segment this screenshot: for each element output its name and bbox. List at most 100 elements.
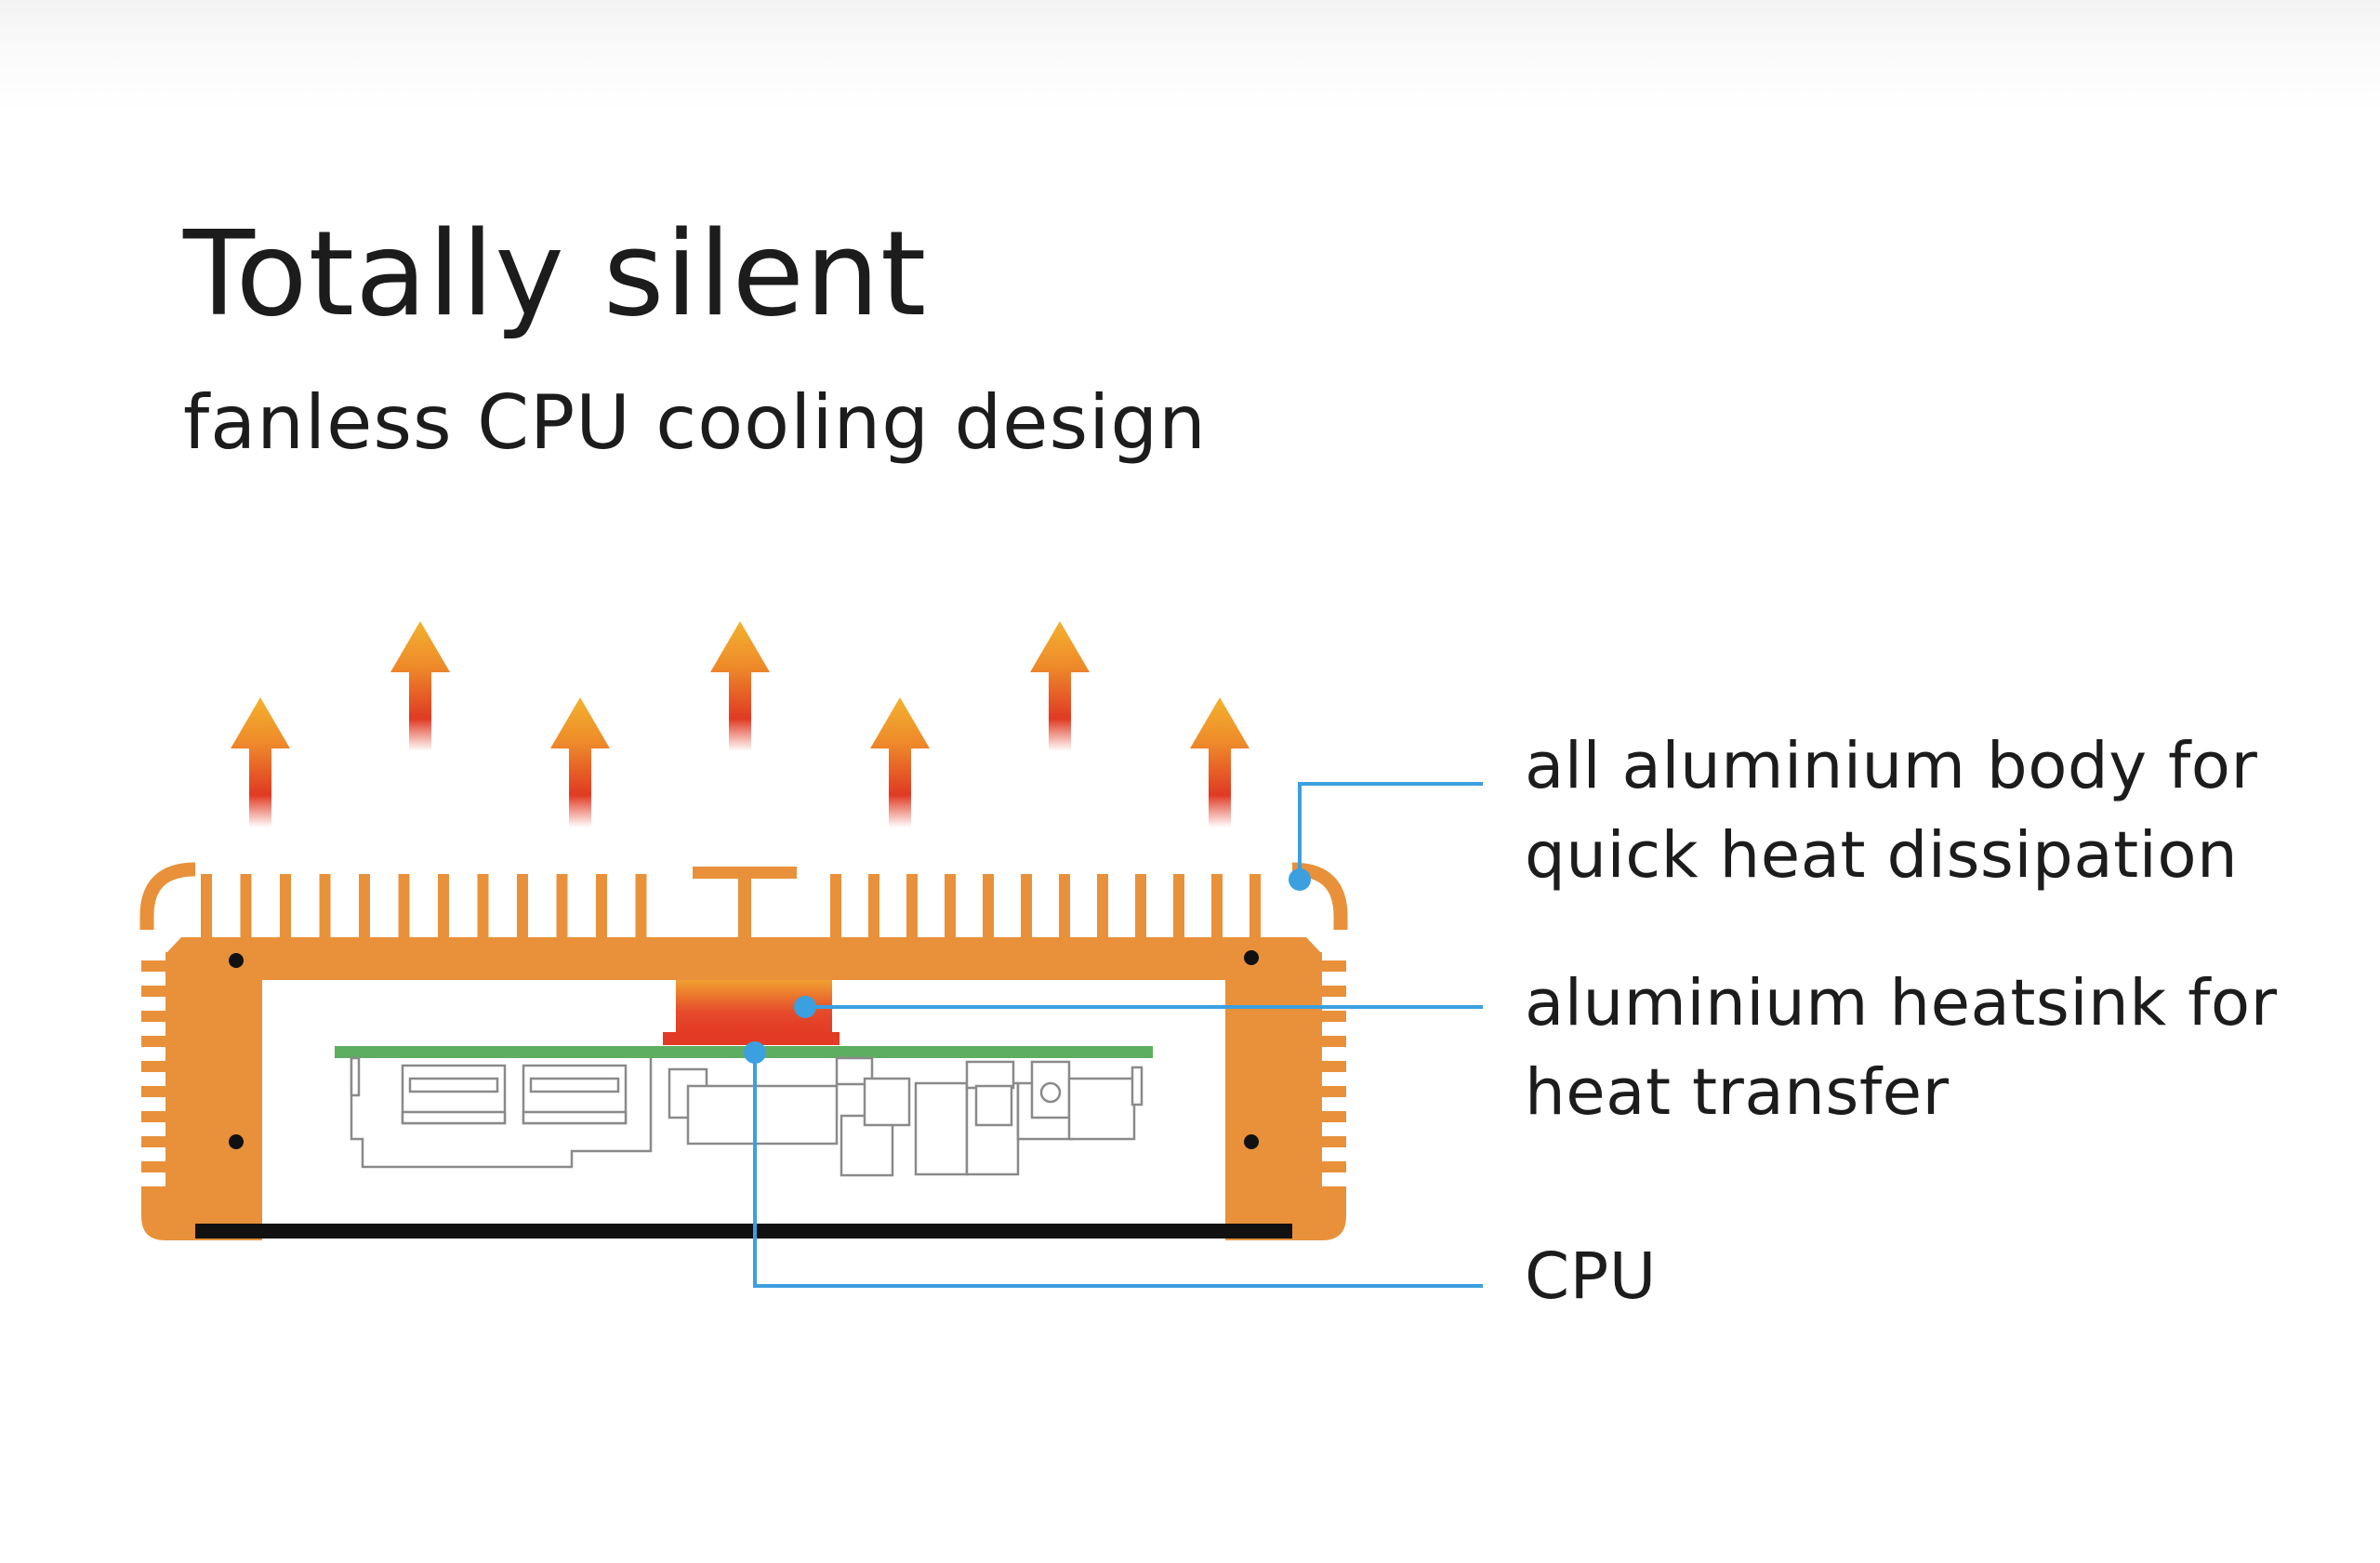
heat-arrow-2	[390, 621, 450, 751]
top-fin-24	[1250, 874, 1261, 941]
motherboard	[335, 1046, 1153, 1177]
heat-arrow-3	[550, 697, 610, 828]
side-fin-right-5	[1318, 1061, 1346, 1072]
side-fins	[141, 960, 1346, 1198]
top-fin-11	[596, 874, 607, 941]
callout-heatsink-line-2: heat transfer	[1525, 1055, 1950, 1130]
side-fin-left-8	[141, 1136, 169, 1147]
heat-arrow-1	[231, 697, 290, 828]
screw-bottom-left	[229, 1134, 244, 1149]
page-subtitle: fanless CPU cooling design	[183, 379, 1207, 466]
top-fin-13	[830, 874, 841, 941]
leader-body	[1298, 782, 1483, 874]
heat-arrow-4	[710, 621, 770, 751]
side-fin-left-2	[141, 986, 169, 997]
side-fin-right-10	[1318, 1186, 1346, 1198]
top-fin-1	[201, 874, 212, 941]
callout-heatsink-line-1: aluminium heatsink for	[1525, 966, 2278, 1040]
top-fin-10	[556, 874, 568, 941]
side-fin-left-5	[141, 1061, 169, 1072]
component-b	[686, 1084, 839, 1146]
side-fin-left-4	[141, 1036, 169, 1047]
side-fin-left-6	[141, 1086, 169, 1097]
center-t-fin-stem	[738, 867, 751, 941]
heat-arrow-7	[1190, 697, 1250, 828]
heat-arrows	[231, 621, 1250, 828]
case-top-plate	[167, 937, 1320, 980]
side-fin-right-8	[1318, 1136, 1346, 1147]
right-edge-tab	[1130, 1066, 1144, 1106]
page-title: Totally silent	[183, 205, 928, 342]
left-edge-tab	[350, 1056, 361, 1097]
top-fin-12	[635, 874, 647, 941]
top-fin-22	[1173, 874, 1184, 941]
case-base-plate	[195, 1224, 1292, 1238]
top-fin-4	[319, 874, 331, 941]
aluminium-case	[139, 862, 1348, 1240]
component-k	[1067, 1077, 1136, 1141]
top-fin-5	[359, 874, 370, 941]
side-fin-left-9	[141, 1161, 169, 1172]
component-e	[863, 1077, 911, 1127]
side-fin-left-7	[141, 1111, 169, 1122]
component-i	[974, 1084, 1013, 1127]
callout-cpu-label: CPU	[1525, 1232, 1657, 1321]
callout-body-line-1: all aluminium body for	[1525, 729, 2258, 803]
top-fin-16	[945, 874, 956, 941]
top-fin-3	[280, 874, 291, 941]
dot-heatsink	[794, 996, 816, 1018]
case-bottom-left	[141, 1190, 165, 1240]
usb-port-2-lip	[522, 1110, 628, 1125]
top-fade-background	[0, 0, 2380, 112]
component-h	[965, 1060, 1015, 1090]
side-fin-right-3	[1318, 1011, 1346, 1022]
component-f	[914, 1081, 969, 1176]
aluminium-heatsink	[663, 980, 840, 1045]
side-fin-left-10	[141, 1186, 169, 1198]
case-left-wall	[165, 952, 262, 1240]
heat-arrow-5	[870, 697, 930, 828]
side-fin-right-9	[1318, 1161, 1346, 1172]
jack-circle	[1039, 1081, 1062, 1104]
leader-cpu	[753, 1051, 1483, 1288]
top-fin-14	[868, 874, 879, 941]
leader-dots	[744, 868, 1311, 1064]
heat-arrow-6	[1030, 621, 1090, 751]
case-bottom-right	[1322, 1190, 1346, 1240]
case-corner-left	[139, 862, 196, 930]
side-fin-right-4	[1318, 1036, 1346, 1047]
side-fin-right-6	[1318, 1086, 1346, 1097]
dot-cpu	[744, 1041, 766, 1064]
side-fin-right-7	[1318, 1111, 1346, 1122]
side-fin-left-3	[141, 1011, 169, 1022]
top-fin-2	[240, 874, 252, 941]
top-fin-20	[1097, 874, 1108, 941]
usb-port-1-slot	[408, 1077, 499, 1093]
callout-cpu-line-1: CPU	[1525, 1239, 1657, 1314]
callout-body-label: all aluminium body for quick heat dissip…	[1525, 722, 2257, 900]
top-fin-21	[1135, 874, 1146, 941]
screw-top-right	[1244, 950, 1259, 965]
side-fin-left-1	[141, 960, 169, 972]
top-fin-7	[438, 874, 449, 941]
top-fin-6	[398, 874, 410, 941]
case-right-wall	[1225, 952, 1322, 1240]
usb-port-1-lip	[401, 1110, 507, 1125]
top-fin-8	[477, 874, 489, 941]
screw-bottom-right	[1244, 1134, 1259, 1149]
leader-lines	[753, 782, 1483, 1288]
dot-body	[1289, 868, 1311, 891]
top-fin-17	[983, 874, 994, 941]
screw-top-left	[229, 953, 244, 968]
top-fin-18	[1021, 874, 1032, 941]
usb-port-2-slot	[529, 1077, 620, 1093]
side-fin-right-2	[1318, 986, 1346, 997]
callout-body-line-2: quick heat dissipation	[1525, 818, 2239, 893]
top-fin-23	[1211, 874, 1223, 941]
pcb	[335, 1046, 1153, 1058]
top-fin-15	[906, 874, 918, 941]
callout-heatsink-label: aluminium heatsink for heat transfer	[1525, 959, 2278, 1137]
top-fin-19	[1059, 874, 1070, 941]
side-fin-right-1	[1318, 960, 1346, 972]
